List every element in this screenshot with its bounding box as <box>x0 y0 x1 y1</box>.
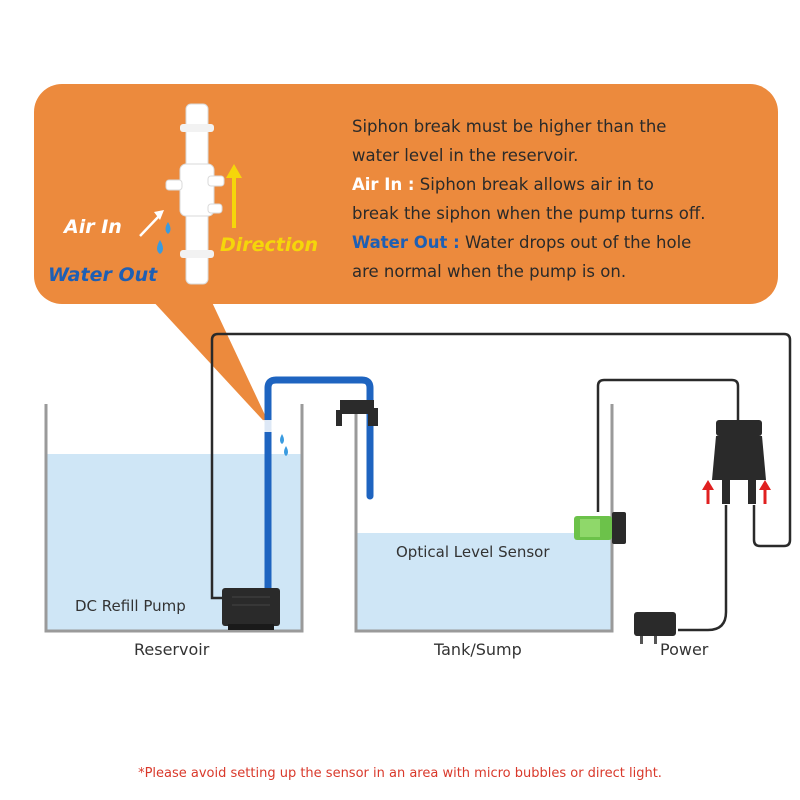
air-in-text-1: Siphon break allows air in to <box>419 175 654 194</box>
water-out-text-1: Water drops out of the hole <box>464 233 692 252</box>
dc-refill-pump <box>222 588 280 630</box>
tank-sump <box>354 404 614 633</box>
reservoir-label: Reservoir <box>134 640 210 659</box>
optical-level-sensor-label: Optical Level Sensor <box>396 543 550 561</box>
air-in-text-2: break the siphon when the pump turns off… <box>352 204 706 223</box>
air-in-explanation: Air In : Siphon break allows air in to <box>352 170 705 199</box>
power-label: Power <box>660 640 709 659</box>
water-drop-icons <box>157 222 171 254</box>
cables <box>210 332 792 632</box>
tube-clamp <box>336 400 378 426</box>
water-out-key: Water Out : <box>352 233 460 252</box>
water-out-explanation: Water Out : Water drops out of the hole <box>352 228 705 257</box>
controller-icon <box>712 420 766 504</box>
air-in-label: Air In <box>64 216 122 238</box>
callout-text: Siphon break must be higher than the wat… <box>352 112 705 286</box>
air-in-key: Air In : <box>352 175 415 194</box>
water-out-text-2: are normal when the pump is on. <box>352 262 627 281</box>
footnote: *Please avoid setting up the sensor in a… <box>138 766 662 781</box>
air-in-arrow-icon <box>139 210 164 237</box>
siphon-drip-icon <box>280 434 288 456</box>
callout-line-1: Siphon break must be higher than the <box>352 117 667 136</box>
direction-label: Direction <box>220 234 318 256</box>
tank-sump-label: Tank/Sump <box>434 640 522 659</box>
water-out-label: Water Out <box>48 264 158 286</box>
optical-level-sensor <box>574 512 626 544</box>
direction-arrow-icon <box>226 164 242 228</box>
refill-tube <box>263 376 374 596</box>
plug-arrow-icons <box>702 480 771 504</box>
callout-line-2: water level in the reservoir. <box>352 146 579 165</box>
dc-refill-pump-label: DC Refill Pump <box>75 597 186 615</box>
power-adapter-icon <box>634 612 676 644</box>
siphon-break-fitting <box>165 103 225 285</box>
